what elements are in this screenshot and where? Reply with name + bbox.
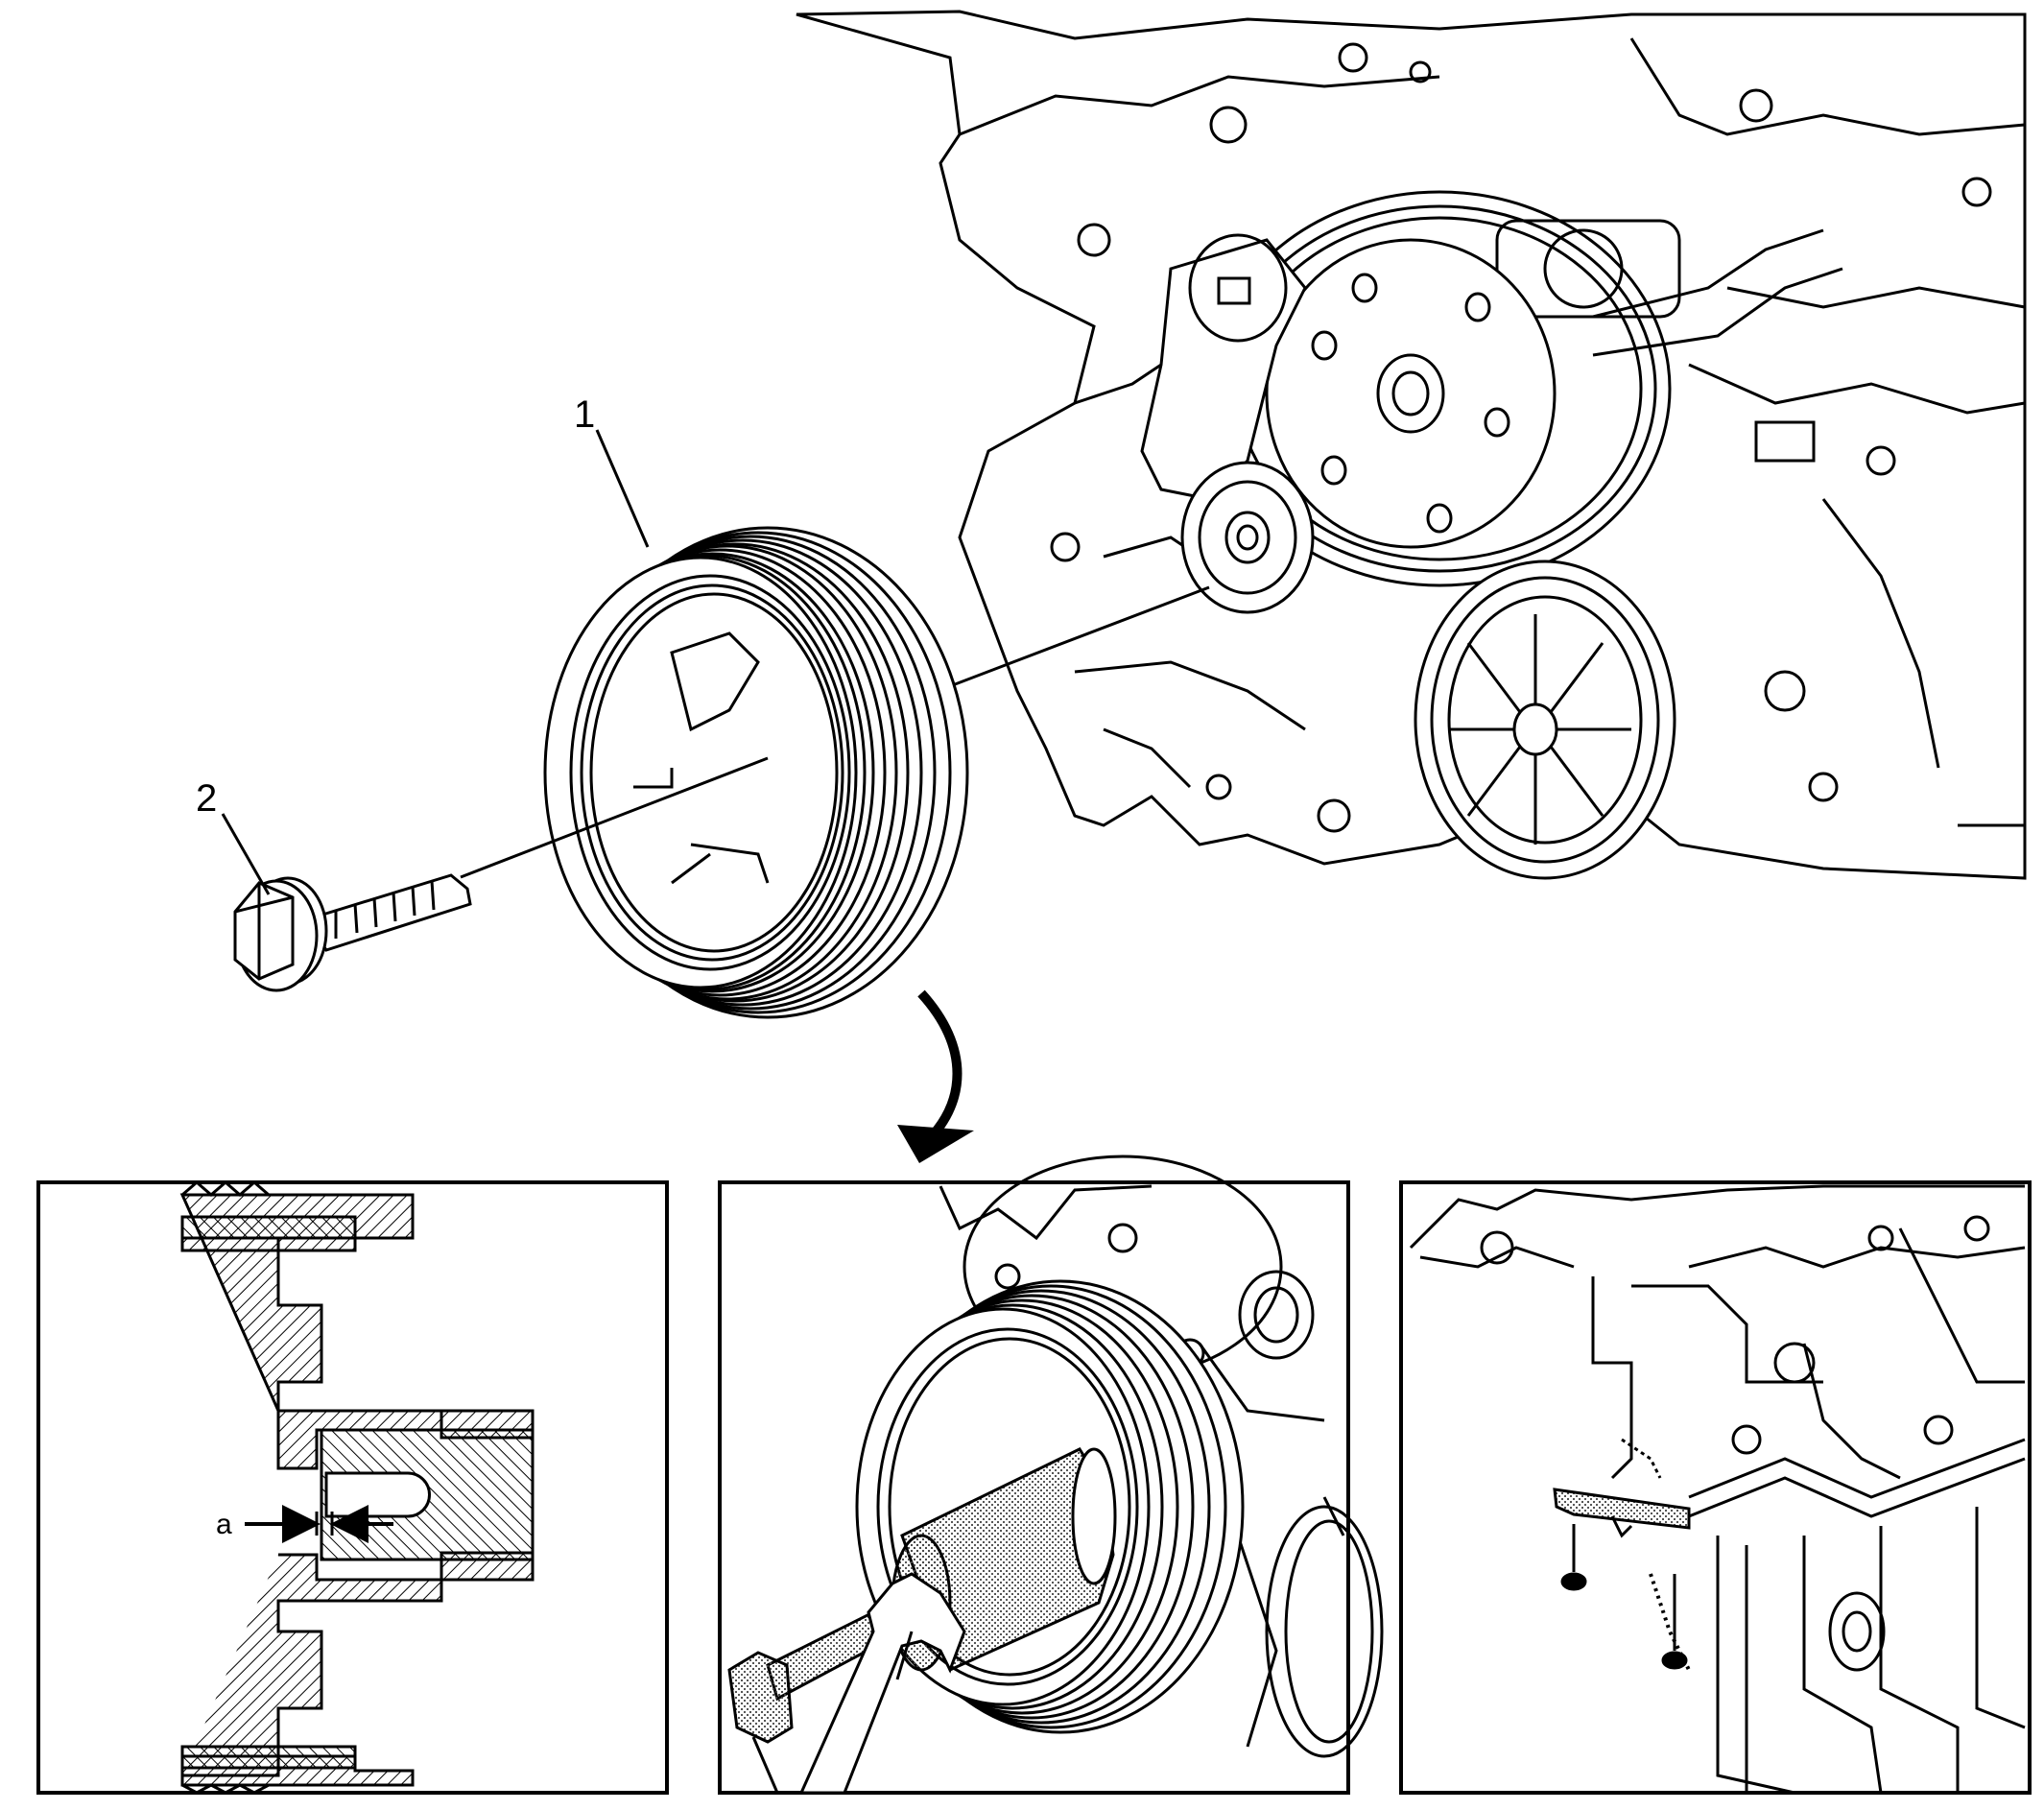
alignment-line — [949, 585, 1210, 688]
belt-tensioner — [1140, 233, 1315, 614]
bolt-leader — [221, 813, 271, 895]
coolant-hose — [1592, 228, 1843, 357]
crankshaft-balancer — [543, 526, 969, 1019]
wrench — [798, 1572, 966, 1795]
closeout-cover — [1553, 1488, 1691, 1530]
engine-front — [796, 10, 2027, 880]
crankshaft-bolt — [233, 873, 472, 992]
callout-1: 1 — [574, 393, 595, 436]
bolt-axis-line — [460, 756, 769, 879]
cross-section-panel: a — [36, 1180, 669, 1795]
idler-pulley — [1414, 560, 1676, 880]
detail-pointer-arrowhead — [897, 1125, 974, 1163]
installer-tool-panel — [718, 1155, 1384, 1795]
detail-pointer-arrow — [917, 989, 963, 1151]
oil-pan-cover-panel — [1399, 1180, 2032, 1795]
callout-a: a — [216, 1509, 232, 1540]
callout-2: 2 — [196, 777, 217, 820]
damper-leader — [595, 429, 650, 548]
